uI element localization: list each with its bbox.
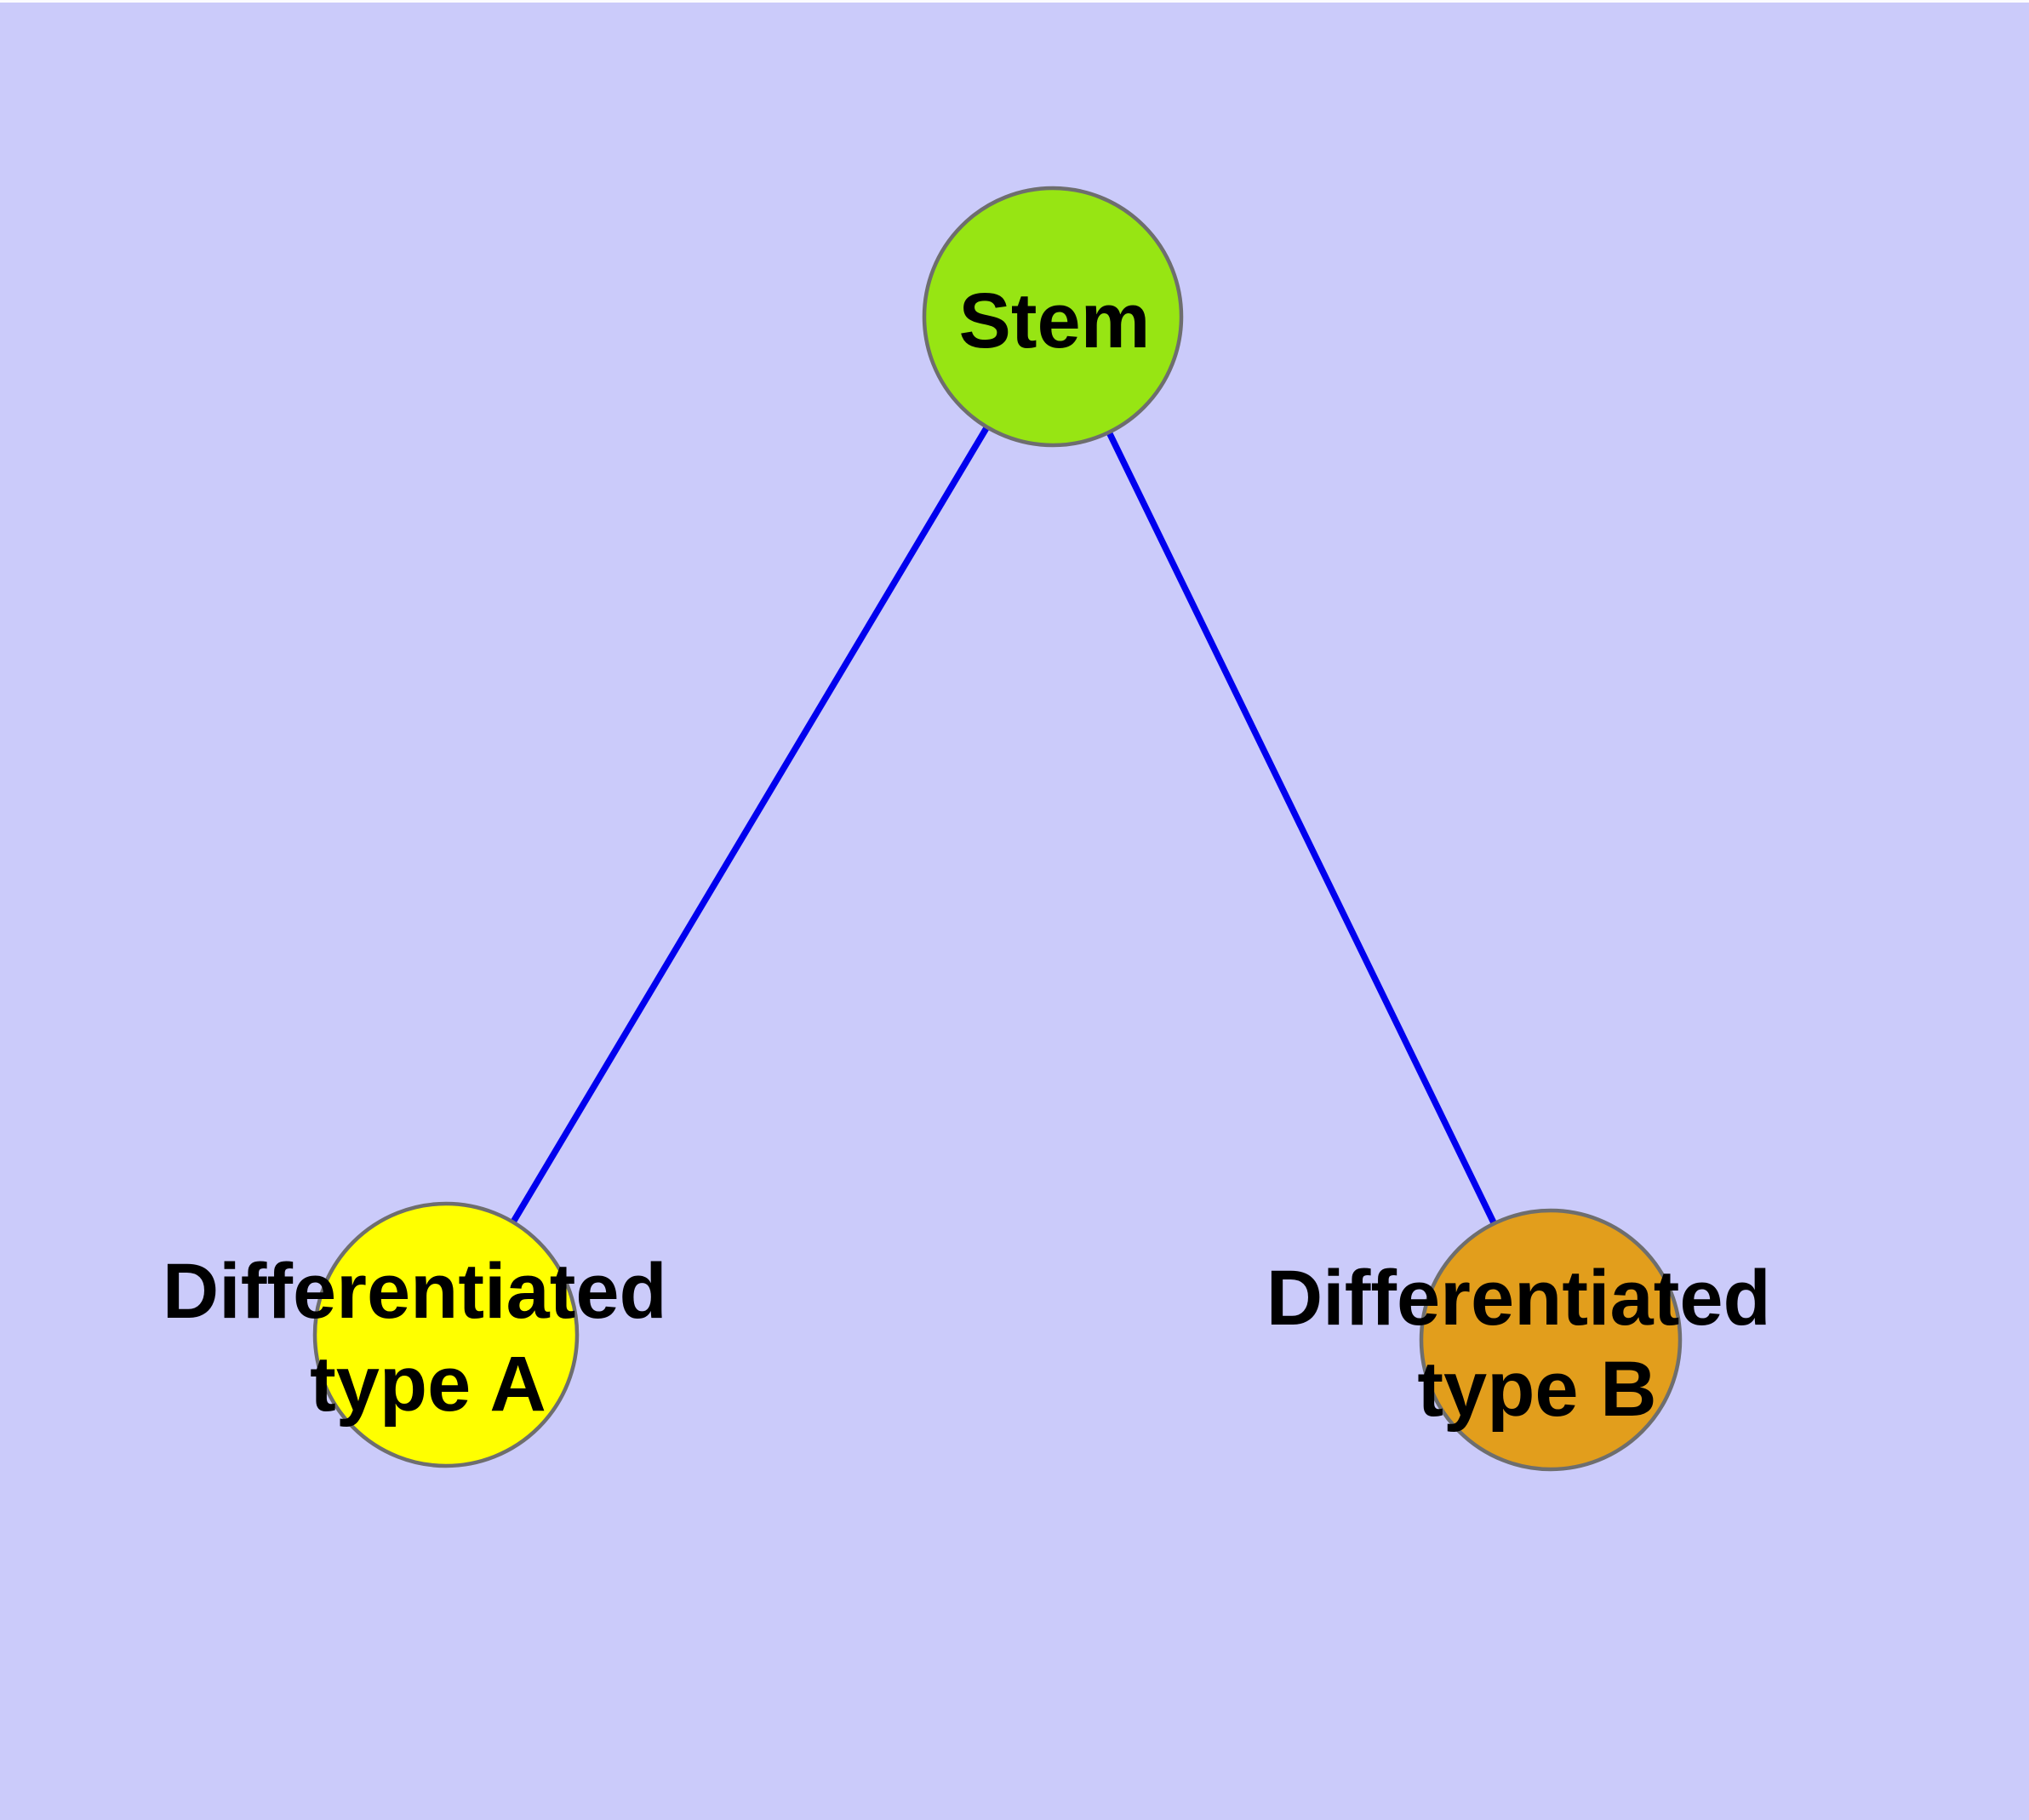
node-type-b-label: Differentiated type B [1266,1255,1793,1433]
node-type-a-label-line1: Differentiated [163,1248,667,1335]
edge-stem-to-type-a [443,315,1056,1336]
node-type-b-circle [1419,1208,1683,1472]
node-type-b-label-line2: type B [1417,1346,1656,1433]
node-stem-label: Stem [959,278,1151,364]
node-type-a-label-line2: type A [310,1341,546,1428]
node-type-a-circle [312,1201,580,1468]
top-edge-strip [0,0,2029,3]
node-stem-circle [922,186,1184,448]
node-type-b-label-line1: Differentiated [1266,1255,1771,1342]
node-type-a-label: Differentiated type A [163,1248,689,1428]
edge-stem-to-type-b [1049,315,1554,1342]
